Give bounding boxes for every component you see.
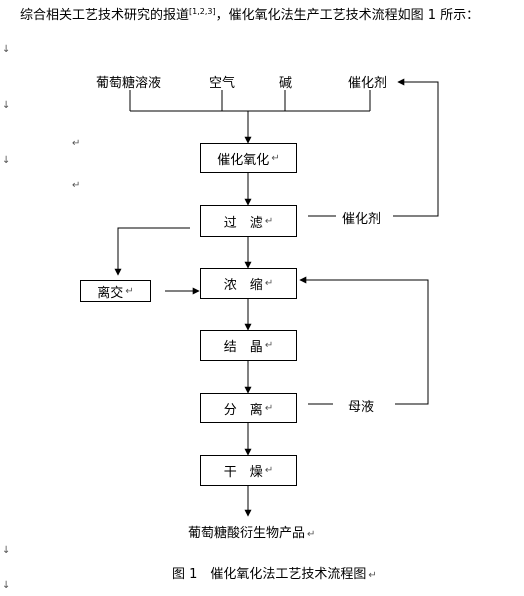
- figure-caption-text: 图 1 催化氧化法工艺技术流程图: [172, 567, 367, 582]
- paragraph-mark: ↵: [264, 340, 274, 351]
- input-catalyst: 催化剂: [348, 76, 388, 91]
- step-concentration: 浓 缩↵: [200, 268, 297, 299]
- mother-liquor-loop: [299, 276, 429, 405]
- step-catalytic-oxidation: 催化氧化↵: [200, 143, 297, 173]
- final-product-text: 葡萄糖酸衍生物产品: [188, 526, 306, 541]
- paragraph-mark: ↵: [271, 152, 280, 164]
- step-filtration-label: 过 滤: [223, 215, 263, 231]
- paragraph-mark: ↓: [2, 545, 11, 556]
- intro-paragraph: 综合相关工艺技术研究的报道[1,2,3]，催化氧化法生产工艺技术流程如图 1 所…: [20, 4, 479, 23]
- mother-liquor-label: 母液: [348, 400, 375, 415]
- paragraph-mark: ↵: [72, 138, 81, 149]
- paragraph-mark: ↓: [2, 580, 11, 591]
- catalyst-recycle-label: 催化剂: [342, 212, 382, 227]
- step-separation: 分 离↵: [200, 393, 297, 423]
- step-drying: 干 燥↵: [200, 455, 297, 486]
- step-catalytic-oxidation-label: 催化氧化: [217, 152, 270, 168]
- paragraph-mark: ↵: [264, 278, 274, 289]
- paragraph-mark: ↵: [264, 402, 274, 414]
- step-drying-label: 干 燥: [223, 465, 263, 480]
- input-glucose-solution: 葡萄糖溶液: [96, 76, 162, 91]
- paragraph-mark: ↵: [264, 215, 274, 227]
- step-filtration: 过 滤↵: [200, 205, 297, 237]
- paragraph-mark: ↓: [2, 100, 11, 111]
- intro-refs: [1,2,3]: [189, 7, 216, 16]
- paragraph-mark: ↵: [368, 570, 377, 581]
- paragraph-mark: ↵: [72, 180, 81, 191]
- paragraph-mark: ↓: [2, 44, 11, 55]
- paragraph-mark: ↓: [2, 155, 11, 166]
- ion-exchange-label: 离交: [97, 285, 124, 301]
- final-product-label: 葡萄糖酸衍生物产品↵: [188, 522, 315, 541]
- figure-caption: 图 1 催化氧化法工艺技术流程图↵: [172, 563, 377, 582]
- step-separation-label: 分 离: [223, 402, 263, 418]
- paragraph-mark: ↵: [307, 529, 316, 540]
- intro-text: 综合相关工艺技术研究的报道: [20, 8, 190, 23]
- paragraph-mark: ↵: [125, 285, 134, 297]
- intro-text-after: ，催化氧化法生产工艺技术流程如图 1 所示：: [215, 8, 480, 23]
- input-alkali: 碱: [279, 76, 293, 91]
- step-concentration-label: 浓 缩: [223, 278, 263, 293]
- input-air: 空气: [209, 76, 236, 91]
- ion-exchange-box: 离交↵: [80, 280, 151, 302]
- step-crystallization: 结 晶↵: [200, 330, 297, 361]
- step-crystallization-label: 结 晶: [223, 340, 263, 355]
- filtration-to-ion-exchange: [114, 227, 190, 276]
- paragraph-mark: ↵: [264, 465, 274, 476]
- catalyst-recycle-loop: [393, 78, 439, 217]
